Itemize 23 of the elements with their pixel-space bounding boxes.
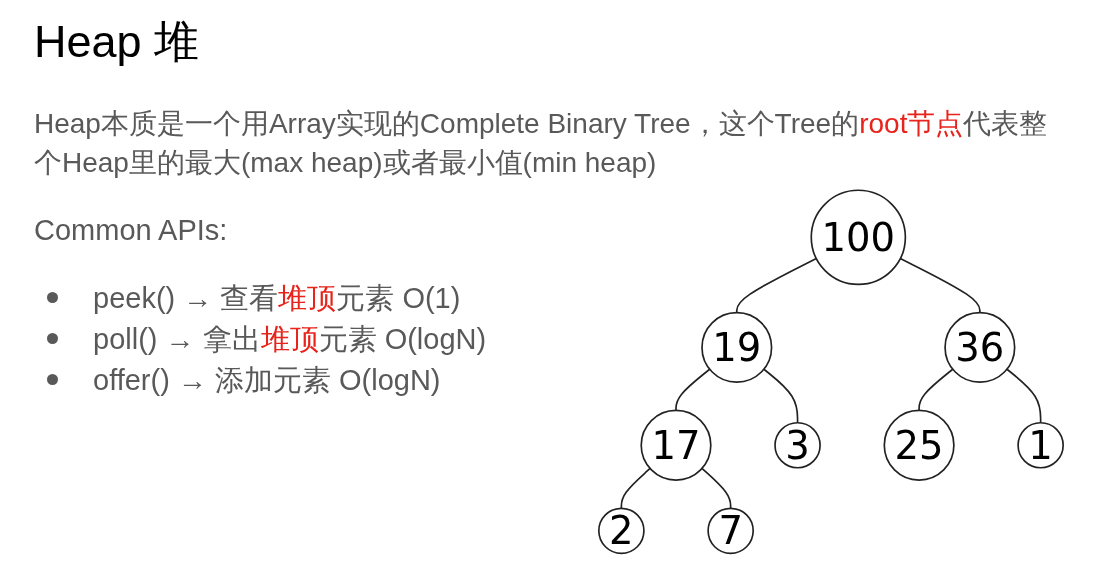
tree-edge-line [899,257,981,314]
section-heading: Common APIs: [34,213,228,248]
tree-edge-line [735,257,818,314]
tree-edge-line [701,467,732,510]
heap-node-circle: 2 [598,507,645,555]
tree-edge-line [1006,368,1042,424]
api-item-text: offer() → 添加元素 O(logN) [93,362,441,398]
heap-node-circle: 100 [810,189,907,286]
heap-node-circle: 19 [701,311,773,384]
heap-node-circle: 25 [883,409,955,481]
api-item-text: poll() → 拿出堆顶元素 O(logN) [93,321,487,357]
heap-node-circle: 36 [944,311,1016,384]
heap-node-circle: 7 [707,507,754,555]
api-item-text: peek() → 查看堆顶元素 O(1) [93,280,461,316]
tree-edge-line [675,368,711,412]
tree-edge-line [918,368,954,412]
tree-edge-line [620,467,651,510]
heap-node-circle: 1 [1017,421,1064,469]
slide-title: Heap 堆 [34,16,200,68]
description-text: Heap本质是一个用Array实现的Complete Binary Tree，这个Tree的root节点代表整个Heap里的最大(max heap)或者最小值(min heap) [34,107,1049,180]
tree-edge-line [763,368,799,424]
heap-node-circle: 3 [774,421,821,469]
heap-node-circle: 17 [640,409,712,481]
